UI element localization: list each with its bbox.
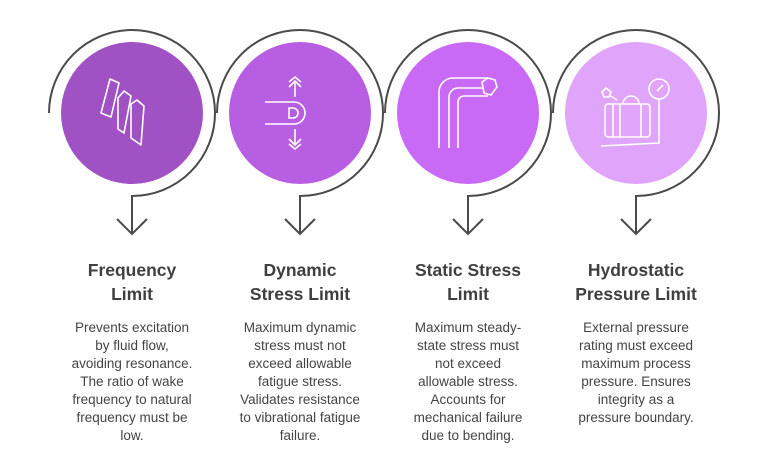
step-description: External pressure rating must exceed maxim… (552, 319, 720, 427)
desc-line: Validates resistance (240, 392, 360, 407)
title-line: Limit (447, 284, 489, 304)
desc-line: maximum process (581, 356, 691, 371)
desc-line: allowable stress. (418, 374, 518, 389)
desc-line: not exceed (434, 356, 502, 371)
desc-line: Accounts for (430, 392, 506, 407)
vibration-stress-icon (265, 75, 306, 151)
connector-arc (552, 29, 720, 236)
step-4-graphic (552, 29, 720, 236)
title-line: Hydrostatic (587, 260, 685, 280)
title-line: Dynamic (263, 260, 337, 280)
desc-line: frequency must be (76, 410, 188, 425)
step-1-graphic (48, 29, 216, 236)
desc-line: failure. (279, 428, 321, 443)
desc-line: stress must not (254, 338, 346, 353)
desc-line: to vibrational fatigue (239, 410, 361, 425)
connector-arc (216, 29, 384, 236)
desc-line: Maximum steady- (414, 320, 522, 335)
desc-line: exceed allowable (248, 356, 352, 371)
desc-line: by fluid flow, (95, 338, 169, 353)
desc-line: The ratio of wake (80, 374, 184, 389)
step-circle (61, 42, 203, 184)
desc-line: pressure. Ensures (581, 374, 691, 389)
step-description: Maximum dynamic stress must not exceed all… (216, 319, 384, 445)
desc-line: Maximum dynamic (243, 320, 357, 335)
title-line: Frequency (87, 260, 177, 280)
step-3-graphic (384, 29, 552, 236)
desc-line: pressure boundary. (578, 410, 694, 425)
step-circle (565, 42, 707, 184)
desc-line: rating must exceed (578, 338, 694, 353)
desc-line: fatigue stress. (257, 374, 343, 389)
desc-line: avoiding resonance. (71, 356, 193, 371)
title-line: Stress Limit (249, 284, 351, 304)
step-description: Prevents excitation by fluid flow, avoidin… (48, 319, 216, 445)
desc-line: mechanical failure (413, 410, 523, 425)
step-description: Maximum steady-state stress must not exce… (384, 319, 552, 445)
desc-line: External pressure (583, 320, 689, 335)
desc-line: state stress must (416, 338, 520, 353)
title-line: Pressure Limit (575, 284, 697, 304)
desc-line: due to bending. (421, 428, 515, 443)
desc-line: integrity as a (597, 392, 675, 407)
pressure-gauge-icon (600, 78, 670, 147)
title-line: Static Stress (414, 260, 522, 280)
bent-pipe-icon (438, 77, 498, 148)
desc-line: frequency to natural (72, 392, 192, 407)
connector-arc (384, 29, 552, 236)
connector-arc (48, 29, 216, 236)
desc-line: low. (120, 428, 144, 443)
step-2-graphic (216, 29, 384, 236)
spring-coil-icon (100, 78, 145, 146)
desc-line: Prevents excitation (74, 320, 190, 335)
step-circle (397, 42, 539, 184)
step-circle (229, 42, 371, 184)
title-line: Limit (111, 284, 153, 304)
